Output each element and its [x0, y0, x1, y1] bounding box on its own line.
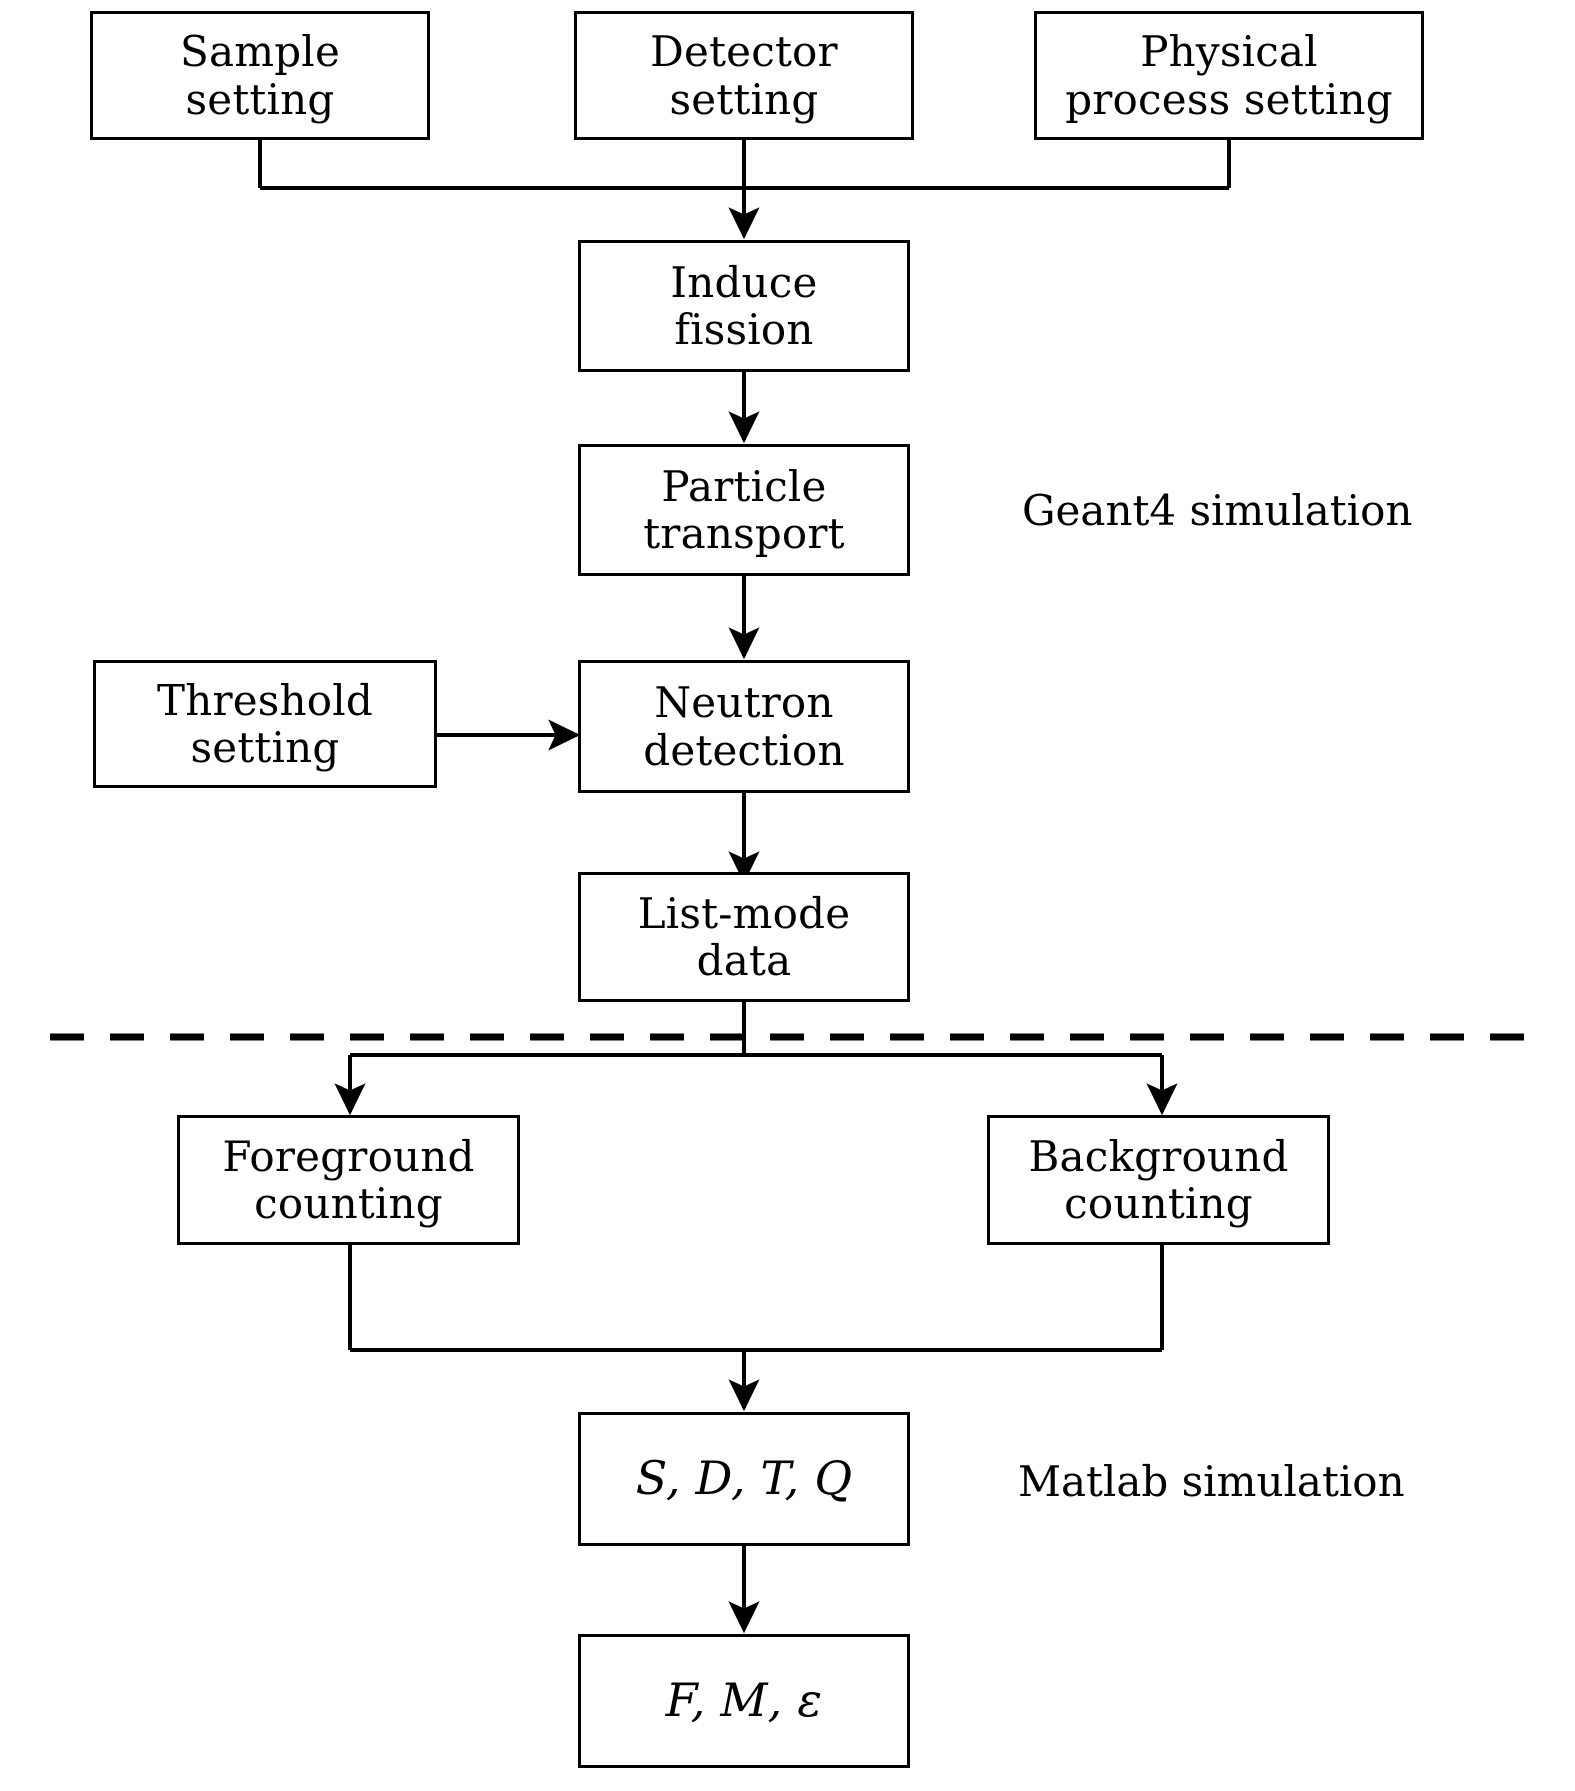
label-geant4-simulation: Geant4 simulation [1022, 486, 1413, 535]
node-sample-setting-line2: setting [185, 74, 335, 124]
node-foreground-counting[interactable]: Foreground counting [177, 1115, 520, 1245]
node-fme-label: F, M, ε [665, 1673, 823, 1728]
node-particle-transport-line2: transport [643, 509, 845, 558]
node-induce-fission-line1: Induce [670, 257, 818, 307]
node-background-counting-line1: Background [1028, 1131, 1289, 1181]
node-foreground-counting-line2: counting [254, 1179, 443, 1228]
node-sdtq[interactable]: S, D, T, Q [578, 1412, 910, 1546]
node-detector-setting[interactable]: Detector setting [574, 11, 914, 140]
node-physical-process-setting[interactable]: Physical process setting [1034, 11, 1424, 140]
node-threshold-setting-line2: setting [190, 723, 340, 772]
node-list-mode-data[interactable]: List-mode data [578, 872, 910, 1002]
node-sdtq-label: S, D, T, Q [635, 1451, 853, 1506]
node-foreground-counting-line1: Foreground [222, 1131, 475, 1181]
node-threshold-setting-line1: Threshold [156, 675, 373, 725]
node-background-counting-line2: counting [1064, 1179, 1253, 1228]
node-threshold-setting[interactable]: Threshold setting [93, 660, 437, 788]
node-neutron-detection-line1: Neutron [654, 678, 834, 728]
node-background-counting[interactable]: Background counting [987, 1115, 1330, 1245]
node-fme[interactable]: F, M, ε [578, 1634, 910, 1768]
node-neutron-detection[interactable]: Neutron detection [578, 660, 910, 793]
node-neutron-detection-line2: detection [643, 725, 845, 775]
node-physical-process-setting-line1: Physical [1140, 27, 1318, 77]
node-list-mode-data-line2: data [696, 936, 792, 985]
node-list-mode-data-line1: List-mode [637, 888, 851, 938]
node-induce-fission-line2: fission [674, 305, 814, 354]
node-particle-transport[interactable]: Particle transport [578, 444, 910, 576]
node-sample-setting-line1: Sample [179, 27, 340, 77]
node-particle-transport-line1: Particle [661, 461, 827, 511]
node-detector-setting-line2: setting [669, 74, 819, 124]
node-physical-process-setting-line2: process setting [1065, 74, 1393, 124]
node-sample-setting[interactable]: Sample setting [90, 11, 430, 140]
node-induce-fission[interactable]: Induce fission [578, 240, 910, 372]
node-detector-setting-line1: Detector [650, 27, 838, 77]
label-matlab-simulation: Matlab simulation [1018, 1457, 1405, 1506]
